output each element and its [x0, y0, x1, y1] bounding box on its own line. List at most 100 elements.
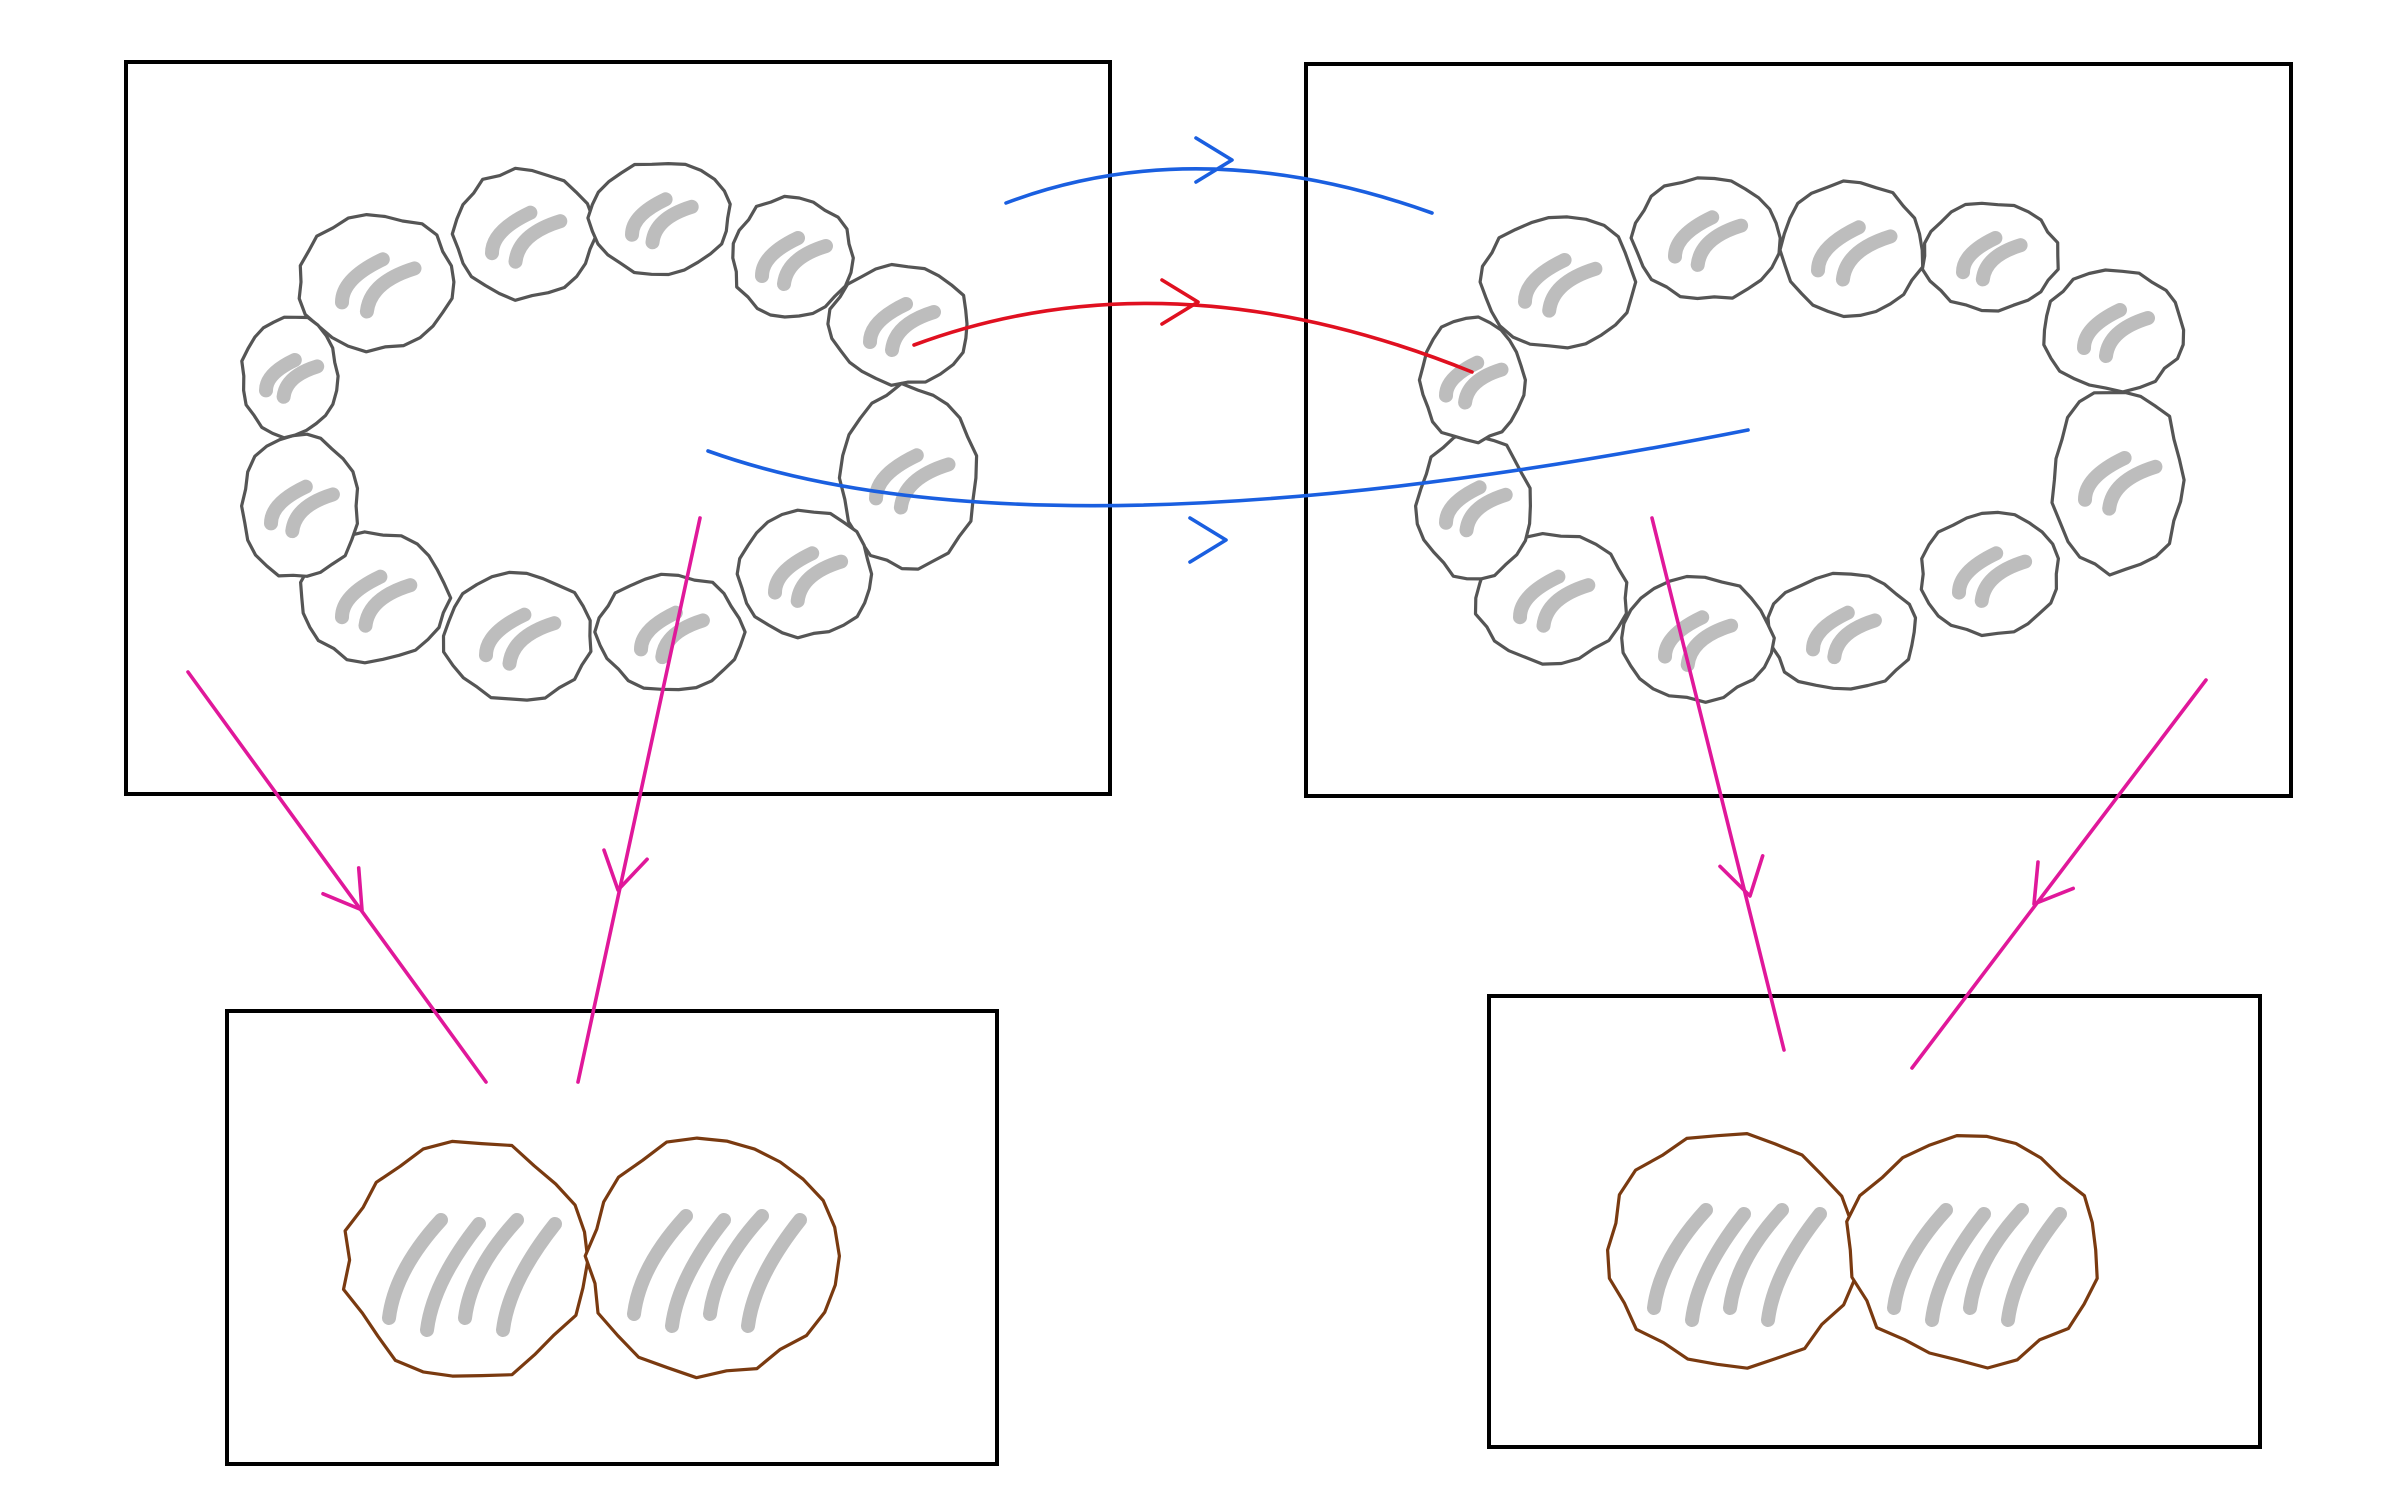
cell-top-right-9 — [1620, 574, 1776, 704]
chromosome-mark — [2001, 1207, 2067, 1327]
chromosome-mark — [2078, 451, 2132, 507]
cells-layer — [240, 162, 2186, 1380]
chromosome-mark — [1975, 238, 2028, 287]
cell-top-left-11 — [240, 432, 360, 578]
cell-top-right-1 — [1478, 215, 1638, 350]
arrow-head — [1188, 516, 1228, 564]
cell-outline — [1606, 1132, 1861, 1370]
chromosome-mark — [885, 305, 941, 357]
chromosome-mark — [2102, 459, 2163, 516]
arrow-head — [602, 848, 649, 892]
cell-outline — [583, 1136, 841, 1380]
arrow-pink-right-inner — [1650, 516, 1786, 1052]
arrow-line — [576, 516, 702, 1084]
chromosome-mark — [1458, 362, 1509, 410]
cell-top-right-3 — [1778, 179, 1925, 319]
chromosome-mark — [2077, 303, 2127, 355]
chromosome-mark — [777, 239, 833, 291]
panel-bottom-right — [1487, 994, 2262, 1449]
chromosome-mark — [420, 1217, 486, 1337]
chromosome-mark — [703, 1209, 769, 1321]
chromosome-mark — [1439, 355, 1485, 403]
arrow-pink-left-outer — [186, 670, 488, 1084]
cell-top-right-12 — [1417, 315, 1527, 445]
chromosome-mark — [1536, 578, 1596, 633]
chromosome-mark — [634, 605, 683, 657]
chromosome-mark — [1658, 610, 1710, 664]
arrow-line — [1650, 516, 1786, 1052]
cell-top-right-2 — [1629, 176, 1782, 301]
chromosome-mark — [359, 261, 422, 319]
arrow-line — [1910, 678, 2208, 1070]
chromosome-mark — [2099, 311, 2155, 363]
chromosome-mark — [358, 578, 418, 633]
chromosome-mark — [508, 214, 568, 269]
arrow-head — [321, 866, 364, 912]
chromosome-mark — [1887, 1203, 1953, 1315]
cell-top-left-12 — [240, 315, 340, 440]
arrow-lower-blue — [706, 428, 1750, 564]
chromosome-mark — [1685, 1207, 1751, 1327]
product-cell-bottom-left-1 — [341, 1139, 590, 1378]
chromosome-mark — [665, 1213, 731, 1333]
chromosome-mark — [335, 252, 390, 310]
chromosome-mark — [1963, 1203, 2029, 1315]
chromosome-mark — [264, 479, 313, 531]
chromosome-mark — [790, 554, 849, 608]
product-cell-bottom-left-2 — [583, 1136, 841, 1380]
chromosome-mark — [1952, 546, 2004, 600]
cell-top-right-7 — [1919, 510, 2060, 638]
cell-outline — [837, 381, 979, 571]
chromosome-mark — [1835, 229, 1898, 287]
cell-top-left-9 — [441, 570, 593, 702]
cell-top-right-10 — [1473, 532, 1629, 666]
chromosome-mark — [869, 448, 924, 506]
chromosome-mark — [1723, 1203, 1789, 1315]
panel-top-right — [1304, 62, 2293, 798]
chromosome-mark — [458, 1213, 524, 1325]
chromosome-mark — [1518, 253, 1572, 309]
chromosome-mark — [1811, 220, 1866, 278]
arrow-head — [2032, 860, 2075, 906]
cell-outline — [1845, 1134, 2099, 1370]
cell-top-right-8 — [1766, 571, 1918, 691]
panel-top-left — [124, 60, 1112, 796]
arrows-layer — [186, 136, 2208, 1084]
chromosome-mark — [285, 487, 340, 539]
chromosome-mark — [863, 297, 913, 349]
chromosome-mark — [1690, 218, 1749, 272]
cell-top-left-10 — [299, 530, 453, 665]
arrow-line — [1004, 167, 1434, 215]
chromosome-mark — [1542, 261, 1603, 318]
chromosome-mark — [1974, 554, 2033, 608]
panels-layer — [124, 60, 2293, 1466]
arrow-red — [912, 278, 1474, 374]
chromosome-mark — [502, 616, 562, 671]
panel-bottom-left — [225, 1009, 999, 1466]
chromosome-mark — [625, 192, 673, 242]
chromosome-mark — [496, 1217, 562, 1337]
chromosome-mark — [1806, 605, 1855, 657]
chromosome-mark — [893, 457, 956, 515]
chromosome-mark — [1459, 487, 1513, 538]
chromosome-mark — [741, 1213, 807, 1333]
arrow-line — [912, 301, 1474, 374]
chromosome-mark — [479, 607, 532, 663]
cell-top-right-11 — [1414, 430, 1532, 581]
arrow-head — [1718, 854, 1765, 898]
product-cell-bottom-right-1 — [1606, 1132, 1861, 1370]
arrow-line — [186, 670, 488, 1084]
chromosome-mark — [1668, 210, 1720, 264]
arrow-pink-left-inner — [576, 516, 702, 1084]
chromosome-mark — [1827, 613, 1882, 665]
arrow-line — [706, 428, 1750, 508]
cell-top-left-4 — [731, 194, 855, 319]
product-cell-bottom-right-2 — [1845, 1134, 2099, 1370]
chromosome-mark — [276, 359, 325, 404]
chromosome-mark — [335, 569, 388, 625]
cell-top-left-2 — [450, 166, 599, 302]
cell-top-left-6 — [837, 381, 979, 571]
cell-top-right-6 — [2050, 391, 2186, 577]
chromosome-mark — [1513, 569, 1566, 625]
